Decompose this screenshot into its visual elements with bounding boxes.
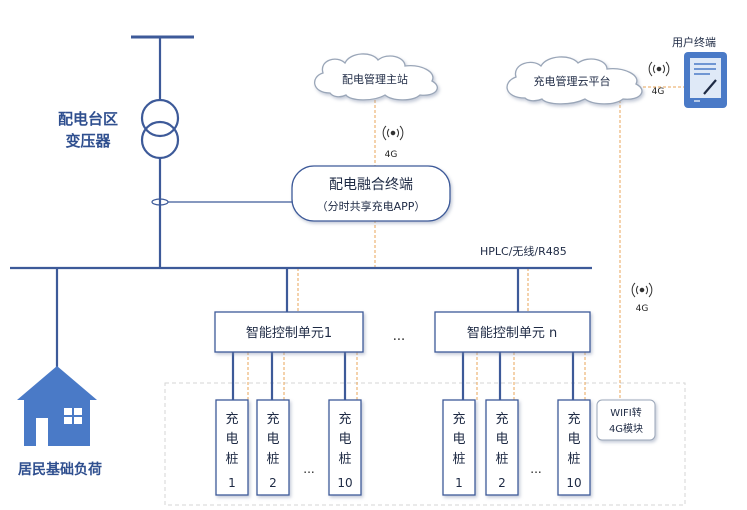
svg-text:充: 充	[225, 411, 238, 427]
cloud-charging-platform: 充电管理云平台	[506, 56, 643, 105]
wifi-module-line1: WIFI转	[610, 406, 642, 419]
svg-text:电: 电	[266, 432, 279, 447]
transformer-label-line1: 配电台区	[58, 110, 118, 128]
svg-text:桩: 桩	[338, 452, 351, 467]
power-lines	[10, 35, 592, 400]
pile-number: 2	[269, 476, 277, 490]
charging-pile-n-2: 充 电 桩 2	[485, 399, 519, 496]
pile-number: 1	[455, 476, 463, 490]
signal-icon-user	[648, 61, 670, 77]
transformer-label-line2: 变压器	[65, 132, 111, 150]
pile-number: 10	[566, 476, 581, 490]
wifi-4g-module-box	[596, 399, 656, 441]
cloud-platform-label: 充电管理云平台	[534, 74, 611, 88]
svg-text:电: 电	[567, 432, 580, 447]
user-terminal-label: 用户终端	[672, 35, 716, 49]
svg-text:桩: 桩	[495, 452, 508, 467]
bus-protocol-label: HPLC/无线/R485	[480, 244, 567, 258]
svg-text:充: 充	[266, 411, 279, 427]
controller-n-label: 智能控制单元 n	[467, 326, 557, 341]
charging-pile-2: 充 电 桩 2	[256, 399, 290, 496]
charging-area-boundary	[164, 382, 686, 506]
communication-links	[247, 86, 685, 400]
svg-text:桩: 桩	[567, 452, 580, 467]
controller-1-box	[214, 311, 364, 353]
signal-icon-fusion	[382, 125, 404, 141]
house-icon	[17, 366, 97, 446]
current-sensor	[151, 198, 292, 206]
fusion-terminal-subtitle: （分时共享充电APP）	[317, 199, 426, 213]
pile-ellipsis-1: ...	[303, 462, 314, 476]
pile-number: 10	[337, 476, 352, 490]
svg-text:桩: 桩	[452, 452, 465, 467]
pile-number: 2	[498, 476, 506, 490]
svg-text:电: 电	[495, 432, 508, 447]
svg-text:充: 充	[452, 411, 465, 427]
svg-text:充: 充	[495, 411, 508, 427]
signal-label-user: 4G	[652, 87, 665, 97]
cloud-main-station: 配电管理主站	[314, 53, 438, 101]
svg-text:充: 充	[338, 411, 351, 427]
fusion-terminal-box	[291, 165, 451, 222]
signal-label-wifi-module: 4G	[636, 304, 649, 314]
signal-icon-wifi-module	[631, 282, 653, 298]
controller-1-label: 智能控制单元1	[246, 326, 332, 341]
controller-n-box	[434, 311, 591, 353]
charging-pile-n-10: 充 电 桩 10	[557, 399, 591, 496]
tablet-icon	[684, 52, 727, 108]
fusion-terminal-title: 配电融合终端	[329, 177, 413, 193]
signal-label-fusion: 4G	[385, 150, 398, 160]
pile-ellipsis-n: ...	[530, 462, 541, 476]
controller-ellipsis: ...	[393, 329, 405, 344]
charging-pile-1: 充 电 桩 1	[215, 399, 249, 496]
svg-text:电: 电	[338, 432, 351, 447]
pile-number: 1	[228, 476, 236, 490]
svg-text:电: 电	[225, 432, 238, 447]
cloud-main-label: 配电管理主站	[342, 72, 408, 86]
house-label: 居民基础负荷	[18, 461, 102, 478]
wifi-module-line2: 4G模块	[609, 423, 643, 435]
charging-pile-10: 充 电 桩 10	[328, 399, 362, 496]
transformer-icon	[140, 98, 180, 160]
svg-text:桩: 桩	[266, 452, 279, 467]
charging-pile-n-1: 充 电 桩 1	[442, 399, 476, 496]
svg-text:电: 电	[452, 432, 465, 447]
svg-text:桩: 桩	[225, 452, 238, 467]
svg-text:充: 充	[567, 411, 580, 427]
